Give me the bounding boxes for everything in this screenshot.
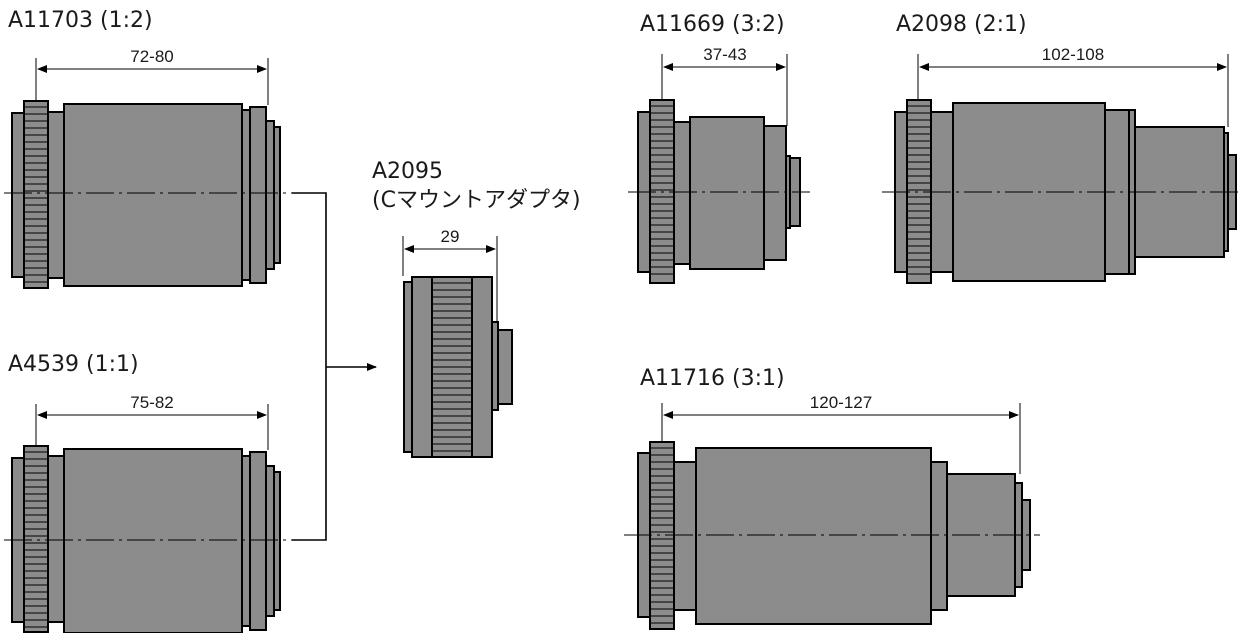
dimension-a11716: 120-127 [661, 393, 1021, 474]
knurl-pattern [24, 106, 48, 283]
lens-a11716: A11716 (3:1) 120-127 [624, 366, 1040, 630]
dimension-label-a11716: 120-127 [810, 393, 872, 412]
label-a11669: A11669 (3:2) [640, 12, 785, 37]
label-a2095: A2095 [372, 159, 443, 184]
dimension-a11703: 72-80 [35, 47, 269, 105]
dimension-label-a4539: 75-82 [130, 393, 173, 412]
adapter-a2095: A2095 (Cマウントアダプタ) 29 [372, 159, 581, 458]
lens-body-a4539 [11, 445, 281, 633]
dimension-label-a2095: 29 [441, 227, 460, 246]
label-a4539: A4539 (1:1) [8, 352, 139, 377]
lens-a4539: A4539 (1:1) 75-82 [4, 352, 294, 633]
adapter-body-a2095 [403, 276, 513, 458]
lens-a11703: A11703 (1:2) 72-80 [4, 8, 294, 289]
dimension-a2095: 29 [402, 227, 498, 322]
knurl-pattern [650, 447, 674, 624]
knurl-pattern [24, 451, 48, 628]
label-a2098: A2098 (2:1) [896, 12, 1027, 37]
dimension-a11669: 37-43 [661, 45, 788, 126]
knurl-pattern [432, 282, 472, 452]
label-a11703: A11703 (1:2) [8, 8, 153, 33]
lens-body-a11703 [11, 100, 281, 289]
lens-a11669: A11669 (3:2) 37-43 [628, 12, 810, 284]
connector-bracket [292, 192, 377, 541]
dimension-a2098: 102-108 [917, 45, 1229, 127]
lens-a2098: A2098 (2:1) 102-108 [882, 12, 1238, 284]
knurl-pattern [907, 105, 931, 275]
knurled-ring [23, 100, 49, 289]
dimension-label-a11669: 37-43 [703, 45, 746, 64]
dimension-label-a2098: 102-108 [1042, 45, 1104, 64]
label-a11716: A11716 (3:1) [640, 366, 785, 391]
dimension-label-a11703: 72-80 [130, 47, 173, 66]
knurl-pattern [650, 105, 674, 275]
label-a2095-subtitle: (Cマウントアダプタ) [372, 188, 581, 213]
dimension-a4539: 75-82 [35, 393, 269, 450]
knurled-ring [23, 445, 49, 633]
